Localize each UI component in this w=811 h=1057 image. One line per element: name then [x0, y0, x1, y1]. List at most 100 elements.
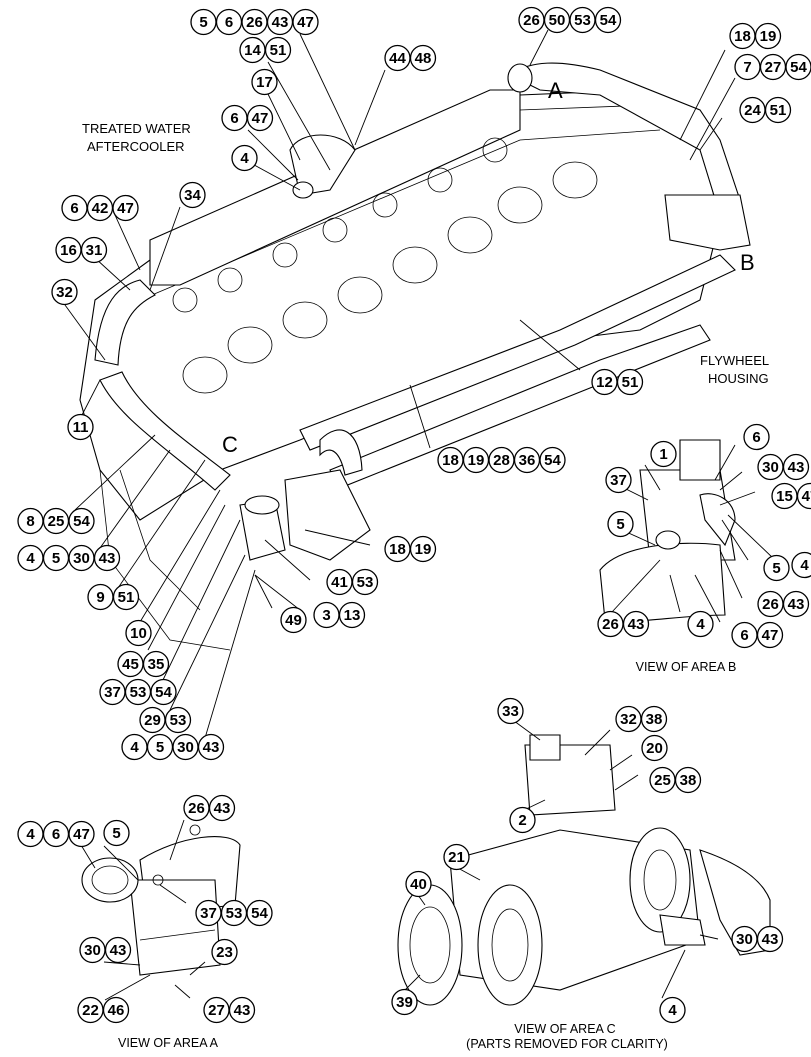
callout-number: 51 — [622, 374, 639, 391]
callout-number: 27 — [208, 1002, 225, 1019]
callout-balloon: 26 — [518, 6, 545, 34]
callout-number: 27 — [765, 59, 782, 76]
callout-circle — [208, 794, 236, 822]
callout-number: 32 — [620, 711, 637, 728]
area-c-marker: C — [222, 432, 238, 457]
callout-circle — [67, 413, 94, 441]
callout-balloon: 51 — [616, 368, 644, 396]
callout-balloon: 51 — [112, 583, 140, 611]
callout-number: 6 — [70, 200, 78, 217]
callout-number: 43 — [788, 596, 805, 613]
callout-balloon: 4 — [659, 996, 686, 1024]
callout-number: 47 — [73, 826, 90, 843]
view-area-b-drawing — [599, 439, 736, 622]
callout-balloon: 25 — [649, 766, 676, 794]
leader-line — [149, 206, 181, 291]
callout-group: 34 — [179, 181, 206, 209]
leader-line — [114, 214, 141, 271]
callout-balloon: 4 — [231, 144, 258, 172]
callout-circle — [125, 619, 152, 647]
callout-circle — [607, 510, 634, 538]
callout-number: 19 — [468, 452, 485, 469]
callout-balloon: 30 — [731, 925, 758, 953]
callout-balloon: 53 — [124, 678, 152, 706]
callout-number: 18 — [734, 28, 751, 45]
callout-balloon: 53 — [351, 568, 379, 596]
leader-line — [721, 519, 749, 561]
callout-number: 54 — [155, 684, 172, 701]
callout-balloon: 30 — [757, 453, 784, 481]
callout-balloon: 43 — [197, 733, 225, 761]
callout-balloon: 19 — [754, 22, 782, 50]
callout-number: 54 — [600, 12, 617, 29]
callout-balloon: 27 — [203, 996, 230, 1024]
callout-balloon: 6 — [61, 194, 88, 222]
view-area-b-caption: VIEW OF AREA B — [636, 660, 737, 674]
callout-circle — [251, 68, 278, 96]
callout-balloon: 9 — [87, 583, 114, 611]
callout-balloon: 25 — [42, 507, 70, 535]
callout-balloon: 43 — [756, 925, 784, 953]
callout-number: 38 — [680, 772, 697, 789]
callout-group: 1547 — [771, 482, 811, 510]
callout-number: 4 — [668, 1002, 677, 1019]
callout-balloon: 36 — [513, 446, 541, 474]
callout-balloon: 30 — [68, 544, 95, 572]
callout-number: 43 — [788, 459, 805, 476]
callout-number: 4 — [130, 739, 139, 756]
callout-circle — [785, 53, 811, 81]
callout-circle — [791, 551, 811, 579]
callout-number: 19 — [760, 28, 777, 45]
callout-number: 38 — [646, 711, 663, 728]
callout-balloon: 6 — [42, 820, 70, 848]
leader-line — [354, 69, 386, 146]
view-area-a-drawing — [81, 824, 241, 976]
callout-circle — [68, 820, 95, 848]
callout-balloon: 37 — [605, 466, 632, 494]
callout-balloon: 46 — [102, 996, 130, 1024]
callout-balloon: 6 — [731, 621, 758, 649]
leader-line — [117, 459, 206, 589]
leader-line — [169, 819, 185, 861]
callout-circle — [687, 610, 714, 638]
callout-group: 21 — [443, 843, 470, 871]
callout-group: 17 — [251, 68, 278, 96]
callout-circle — [51, 278, 78, 306]
callout-group: 32 — [51, 278, 78, 306]
callout-balloon: 41 — [326, 568, 353, 596]
callout-balloon: 51 — [764, 96, 792, 124]
callout-balloon: 30 — [79, 936, 106, 964]
callout-number: 46 — [108, 1002, 125, 1019]
callout-balloon: 18 — [384, 535, 411, 563]
callout-number: 5 — [112, 825, 120, 842]
callout-circle — [228, 996, 256, 1024]
callout-circle — [409, 535, 437, 563]
callout-balloon: 39 — [391, 988, 418, 1016]
callout-circle — [351, 568, 379, 596]
leader-line — [719, 491, 756, 506]
callout-balloon: 32 — [51, 278, 78, 306]
callout-balloon: 24 — [739, 96, 766, 124]
callout-number: 54 — [790, 59, 807, 76]
callout-number: 6 — [230, 110, 238, 127]
callout-circle — [763, 554, 790, 582]
callout-number: 43 — [272, 14, 289, 31]
callout-group: 4 — [231, 144, 258, 172]
callout-number: 33 — [502, 703, 519, 720]
callout-balloon: 22 — [77, 996, 104, 1024]
callout-balloon: 48 — [409, 44, 437, 72]
callout-number: 37 — [200, 905, 217, 922]
callout-number: 4 — [240, 150, 249, 167]
